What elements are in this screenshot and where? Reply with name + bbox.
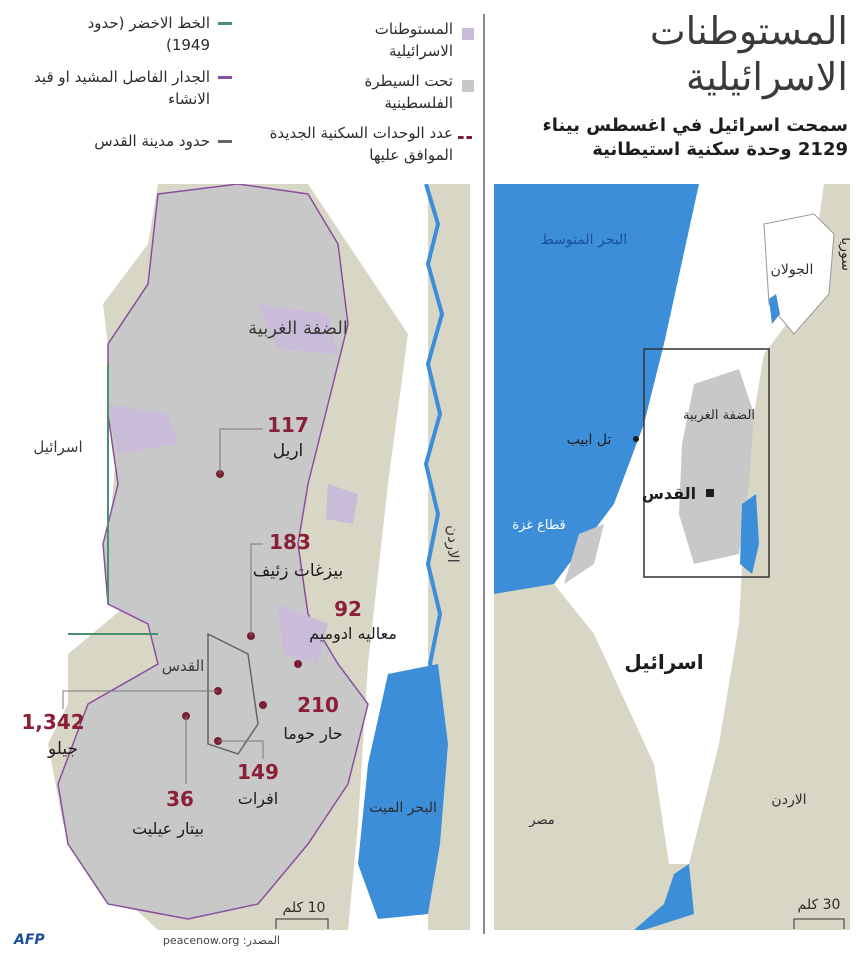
- settlement-marker-ariel: 117 اريل: [216, 413, 309, 478]
- right-sea-label: البحر المتوسط: [541, 232, 627, 248]
- left-map: الضفة الغربية اسرائيل الاردن القدس البحر…: [8, 184, 470, 930]
- gilo-units: 1,342: [21, 710, 84, 734]
- left-jordan-label: الاردن: [444, 525, 462, 563]
- settlement-marker-gilo: 1,342 جيلو: [21, 687, 222, 759]
- legend-barrier: الجدار الفاصل المشيد او قيد الانشاء: [34, 68, 210, 108]
- settlement-area-1: [258, 304, 338, 354]
- har-homa-units: 210: [297, 693, 339, 717]
- settlement-area-3: [278, 604, 328, 664]
- legend-palestinian: تحت السيطرة الفلسطينية: [364, 72, 453, 112]
- right-map: البحر المتوسط الجولان سوريا الضفة الغربي…: [494, 184, 850, 930]
- west-bank-frame: [643, 348, 770, 578]
- settlement-area-2: [108, 404, 178, 454]
- maale-adumim-units: 92: [334, 597, 362, 621]
- settlement-marker-givat-zeev: 183 بيزغات زئيف: [247, 530, 343, 640]
- legend-jerusalem-border: حدود مدينة القدس: [94, 132, 210, 150]
- right-jordan-label: الاردن: [771, 792, 806, 808]
- legend-green-line: الخط الاخضر (حدود 1949): [87, 14, 210, 54]
- west-bank-palestinian: [57, 184, 369, 920]
- legend-green-line-swatch: [218, 22, 232, 25]
- panel-divider: [483, 14, 485, 934]
- left-west-bank-label: الضفة الغربية: [248, 318, 348, 339]
- har-homa-name: حار حوما: [283, 724, 342, 744]
- left-dead-sea-label: البحر الميت: [369, 800, 437, 816]
- gaza-strip: [564, 524, 604, 584]
- legend-palestinian-swatch: [462, 80, 474, 92]
- left-map-israel-area: [8, 184, 158, 930]
- right-egypt-label: مصر: [528, 813, 554, 828]
- legend-new-units: عدد الوحدات السكنية الجديدة الموافق عليه…: [269, 124, 453, 164]
- legend-settlement-swatch: [462, 28, 474, 40]
- right-golan-label: الجولان: [771, 262, 814, 278]
- legend-units-dash: [458, 136, 472, 139]
- right-scale-label: 30 كلم: [798, 897, 841, 913]
- red-sea-gulf: [634, 864, 694, 930]
- dead-sea-small: [740, 494, 759, 574]
- jerusalem-marker: [706, 489, 714, 497]
- legend-settlements: المستوطنات الاسرائيلية: [374, 20, 453, 60]
- page-title: المستوطنات الاسرائيلية: [649, 9, 848, 99]
- source-credit: المصدر: peacenow.org: [162, 934, 280, 947]
- efrat-units: 149: [237, 760, 279, 784]
- page-subtitle: سمحت اسرائيل في اغسطس بيناء 2129 وحدة سك…: [542, 115, 848, 160]
- legend-barrier-swatch: [218, 76, 232, 79]
- left-dead-sea-label-text: البحر الميت: [369, 800, 437, 816]
- left-jerusalem-label: القدس: [162, 657, 205, 675]
- golan: [763, 213, 835, 335]
- beitar-illit-units: 36: [166, 787, 194, 811]
- right-west-bank-label: الضفة الغربية: [683, 408, 755, 423]
- left-israel-label: اسرائيل: [33, 438, 82, 456]
- jordan-river: [423, 184, 445, 685]
- left-scale-label: 10 كلم: [283, 900, 326, 916]
- right-scale-bar: 30 كلم: [793, 897, 845, 929]
- right-jerusalem-label: القدس: [642, 484, 696, 503]
- right-gaza-label: قطاع غزة: [512, 518, 566, 533]
- givat-zeev-units: 183: [269, 530, 311, 554]
- efrat-name: افرات: [238, 789, 278, 809]
- sea-of-galilee: [769, 294, 780, 324]
- left-scale-bar: 10 كلم: [275, 900, 329, 929]
- maale-adumim-name: معاليه ادوميم: [309, 624, 397, 644]
- green-line: [68, 364, 158, 635]
- gilo-name: جيلو: [47, 739, 78, 759]
- settlement-marker-har-homa: 210 حار حوما: [259, 693, 343, 744]
- settlement-marker-efrat: 149 افرات: [214, 737, 279, 809]
- settlement-marker-beitar-illit: 36 بيتار عيليت: [132, 712, 204, 839]
- jerusalem-border-line: [207, 632, 259, 755]
- settlement-area-4: [326, 484, 358, 524]
- ariel-units: 117: [267, 413, 309, 437]
- settlement-marker-maale-adumim: 92 معاليه ادوميم: [294, 597, 397, 668]
- right-tel-aviv-label: تل ابيب: [567, 432, 612, 448]
- legend-jerusalem-border-swatch: [218, 140, 232, 143]
- afp-logo: AFP: [14, 932, 45, 948]
- tel-aviv-marker: [633, 436, 639, 442]
- givat-zeev-name: بيزغات زئيف: [253, 561, 343, 581]
- right-israel-label: اسرائيل: [624, 650, 703, 674]
- beitar-illit-name: بيتار عيليت: [132, 819, 204, 839]
- right-syria-label: سوريا: [838, 237, 850, 271]
- ariel-name: اريل: [273, 441, 304, 461]
- dead-sea: [358, 664, 448, 919]
- mediterranean-sea: [494, 184, 724, 594]
- west-bank-shape: [679, 369, 754, 564]
